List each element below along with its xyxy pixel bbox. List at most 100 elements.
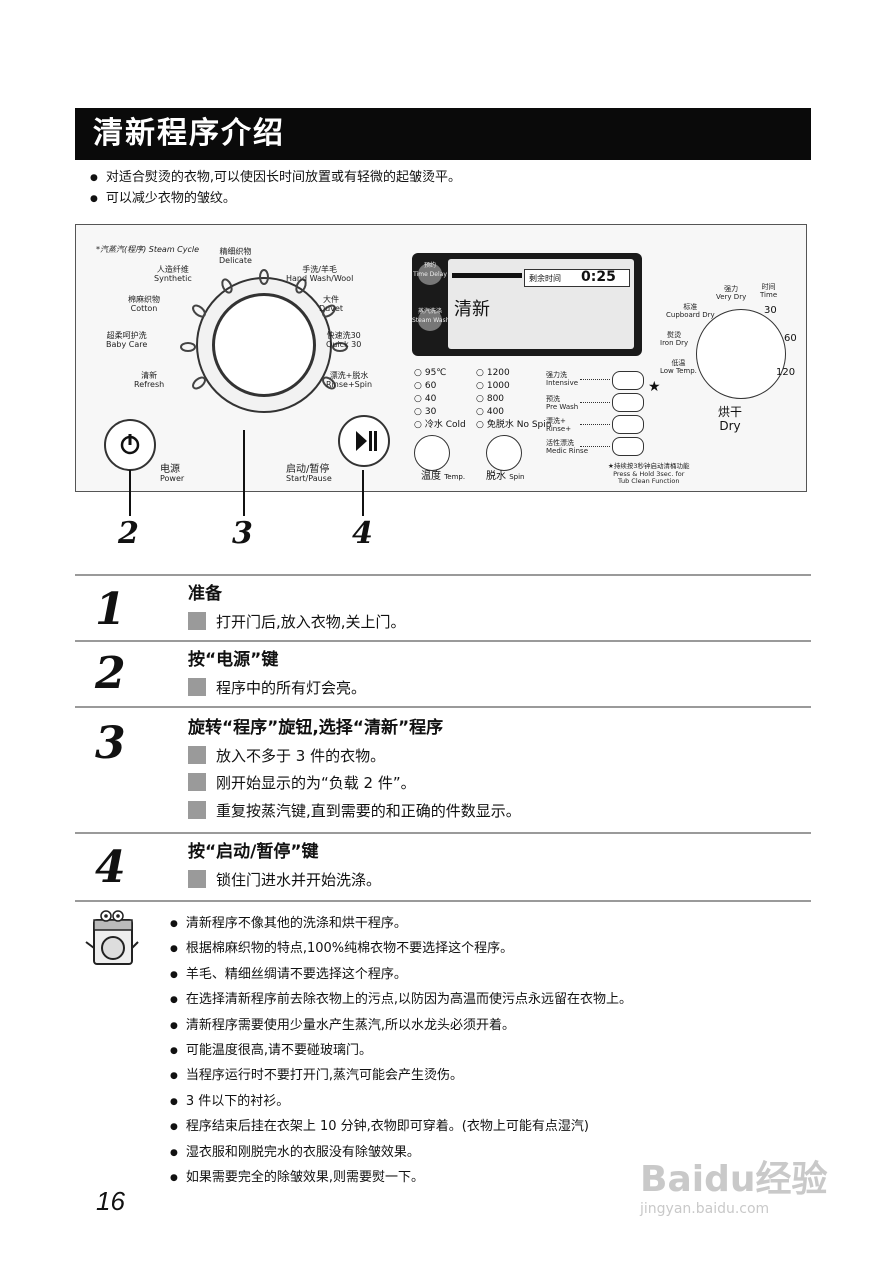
power-button[interactable]: [104, 419, 156, 471]
note-item: 清新程序不像其他的洗涤和烘干程序。: [170, 912, 632, 937]
steam-cycle-label: *汽蒸汽(程序) Steam Cycle: [96, 245, 200, 254]
lcd-program-name: 清新: [454, 299, 490, 320]
start-pause-button[interactable]: [338, 415, 390, 467]
star-icon: ★: [648, 379, 661, 395]
spin-option[interactable]: 免脱水 No Spin: [476, 419, 552, 432]
note-item: 在选择清新程序前去除衣物上的污点,以防因为高温而使污点永远留在衣物上。: [170, 988, 632, 1013]
step-title: 按“启动/暂停”键: [188, 842, 319, 862]
intro-list: 对适合熨烫的衣物,可以使因长时间放置或有轻微的起皱烫平。 可以减少衣物的皱纹。: [90, 168, 461, 210]
dry-time-60: 60: [784, 333, 797, 344]
spin-option[interactable]: 400: [476, 406, 551, 419]
temp-option[interactable]: 冷水 Cold: [414, 419, 466, 432]
watermark: Baidu经验 jingyan.baidu.com: [640, 1159, 828, 1218]
spin-option[interactable]: 800: [476, 393, 551, 406]
temp-option[interactable]: 60: [414, 380, 466, 393]
play-pause-icon: [356, 431, 377, 451]
temp-label: 温度 Temp.: [421, 471, 466, 482]
intro-item: 对适合熨烫的衣物,可以使因长时间放置或有轻微的起皱烫平。: [90, 168, 461, 189]
temp-button[interactable]: [414, 435, 450, 471]
step-title: 准备: [188, 584, 222, 604]
note-item: 可能温度很高,请不要碰玻璃门。: [170, 1039, 632, 1064]
time-delay-button[interactable]: [418, 263, 442, 285]
note-item: 根据棉麻织物的特点,100%纯棉衣物不要选择这个程序。: [170, 937, 632, 962]
step-number: 1: [95, 584, 126, 635]
dry-time-30: 30: [764, 305, 777, 316]
temp-option[interactable]: 40: [414, 393, 466, 406]
note-item: 程序结束后挂在衣架上 10 分钟,衣物即可穿着。(衣物上可能有点湿汽): [170, 1115, 632, 1140]
notes-list: 清新程序不像其他的洗涤和烘干程序。 根据棉麻织物的特点,100%纯棉衣物不要选择…: [170, 912, 632, 1191]
lcd-screen: 剩余时间 0:25 清新: [448, 259, 634, 349]
intensive-button[interactable]: [612, 371, 644, 390]
note-item: 3 件以下的衬衫。: [170, 1090, 632, 1115]
spin-options: 1200 1000 800 400 免脱水 No Spin: [476, 367, 552, 432]
progress-bar: [452, 273, 522, 278]
step-item: 重复按蒸汽键,直到需要的和正确的件数显示。: [188, 801, 521, 821]
callout-line: [129, 470, 131, 516]
step-item: 放入不多于 3 件的衣物。: [188, 746, 385, 766]
program-knob-dial: [212, 293, 316, 397]
prewash-button[interactable]: [612, 393, 644, 412]
step-item: 刚开始显示的为“负载 2 件”。: [188, 773, 416, 793]
washing-machine-mascot-icon: [85, 910, 139, 965]
rinse-plus-button[interactable]: [612, 415, 644, 434]
page-number: 16: [96, 1186, 125, 1216]
intro-item: 可以减少衣物的皱纹。: [90, 189, 461, 210]
step-number: 4: [95, 842, 126, 893]
temp-option[interactable]: 95℃: [414, 367, 466, 380]
steam-wash-button[interactable]: [418, 309, 442, 331]
temp-option[interactable]: 30: [414, 406, 466, 419]
note-item: 当程序运行时不要打开门,蒸汽可能会产生烫伤。: [170, 1064, 632, 1089]
lcd-display: 剩余时间 0:25 清新: [412, 253, 642, 356]
note-item: 如果需要完全的除皱效果,则需要熨一下。: [170, 1166, 632, 1191]
step-item: 打开门后,放入衣物,关上门。: [188, 612, 406, 632]
step-number: 3: [95, 718, 126, 769]
step-item: 锁住门进水并开始洗涤。: [188, 870, 381, 890]
callout-number: 3: [232, 516, 253, 551]
step-number: 2: [95, 648, 126, 699]
spin-option[interactable]: 1000: [476, 380, 551, 393]
note-item: 湿衣服和刚脱完水的衣服没有除皱效果。: [170, 1141, 632, 1166]
spin-label: 脱水 Spin: [486, 471, 525, 482]
callout-number: 2: [118, 516, 139, 551]
program-indicator-lights: [180, 269, 348, 390]
dry-time-120: 120: [776, 367, 796, 378]
program-knob[interactable]: [196, 277, 332, 413]
note-item: 清新程序需要使用少量水产生蒸汽,所以水龙头必须开着。: [170, 1014, 632, 1039]
callout-number: 4: [352, 516, 373, 551]
step-title: 旋转“程序”旋钮,选择“清新”程序: [188, 718, 444, 738]
lcd-side-buttons: [416, 259, 444, 349]
callout-line: [243, 430, 245, 516]
step-item: 程序中的所有灯会亮。: [188, 678, 366, 698]
page-title: 清新程序介绍: [75, 108, 811, 160]
temperature-options: 95℃ 60 40 30 冷水 Cold: [414, 367, 466, 432]
note-item: 羊毛、精细丝绸请不要选择这个程序。: [170, 963, 632, 988]
callout-line: [362, 470, 364, 516]
medic-rinse-button[interactable]: [612, 437, 644, 456]
spin-option[interactable]: 1200: [476, 367, 551, 380]
dry-knob[interactable]: [696, 309, 786, 399]
power-icon: [120, 434, 140, 455]
spin-button[interactable]: [486, 435, 522, 471]
